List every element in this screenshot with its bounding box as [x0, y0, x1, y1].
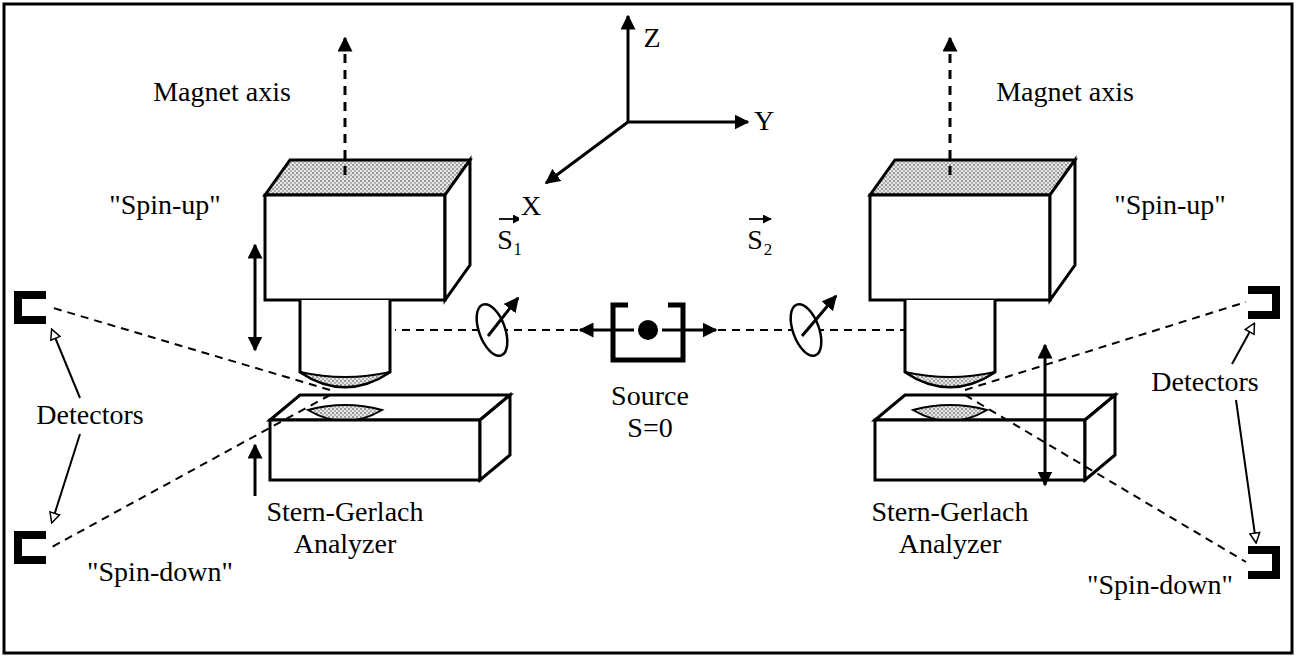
spin-ellipse	[471, 300, 828, 360]
detector-pointer	[52, 324, 1256, 542]
illustration-part	[1248, 550, 1276, 575]
illustration-part	[344, 38, 347, 175]
coordinate-label: Z	[641, 22, 662, 54]
stern-gerlach-magnet	[265, 160, 510, 480]
source-label: Source S=0	[593, 380, 707, 444]
illustration-part	[613, 305, 683, 360]
illustration-part	[488, 298, 518, 336]
axes	[546, 16, 748, 183]
illustration-part	[1248, 290, 1276, 315]
illustration-part	[52, 434, 80, 522]
stern-gerlach-magnet	[870, 160, 1115, 480]
emission-arrow	[580, 329, 716, 332]
coordinate-label: X	[519, 190, 543, 222]
spin-label: "Spin-down"	[85, 556, 235, 588]
illustration-part	[1044, 345, 1047, 485]
beam-line	[50, 302, 1246, 562]
spin-vector	[488, 296, 836, 336]
detector	[18, 290, 1276, 575]
illustration-part	[254, 245, 257, 350]
spin-label: "Spin-up"	[1112, 189, 1228, 221]
illustration-part	[749, 218, 771, 220]
illustration-part	[580, 329, 634, 332]
analyzer-label: Stern-Gerlach Analyzer	[243, 496, 447, 560]
spin-vector-label: S₁	[495, 224, 524, 256]
frame	[4, 4, 1292, 653]
illustration-part	[628, 121, 748, 124]
axis-label: Magnet axis	[994, 76, 1136, 108]
illustration-part	[627, 16, 630, 122]
illustration-part	[1232, 324, 1254, 364]
illustration-part	[949, 38, 952, 175]
illustration-part	[18, 295, 46, 320]
spin-vector-label: S₂	[745, 224, 774, 256]
coordinate-label: Y	[752, 105, 776, 137]
source-dot	[638, 320, 658, 340]
illustration-part	[546, 122, 628, 183]
spin-label: "Spin-down"	[1085, 569, 1235, 601]
spin-label: "Spin-up"	[107, 189, 223, 221]
source-box	[613, 305, 683, 360]
axis-label: Magnet axis	[151, 76, 293, 108]
detector-label: Detectors	[1149, 366, 1260, 398]
magnet-axis-line	[345, 38, 950, 175]
illustration-part	[52, 330, 80, 398]
illustration-part	[50, 307, 330, 390]
illustration-part	[499, 218, 521, 220]
detector-label: Detectors	[34, 399, 145, 431]
analyzer-label: Stern-Gerlach Analyzer	[848, 496, 1052, 560]
illustration-part	[1236, 400, 1256, 542]
illustration-part	[18, 535, 46, 560]
illustration-part	[662, 329, 716, 332]
illustration-part	[802, 296, 836, 336]
